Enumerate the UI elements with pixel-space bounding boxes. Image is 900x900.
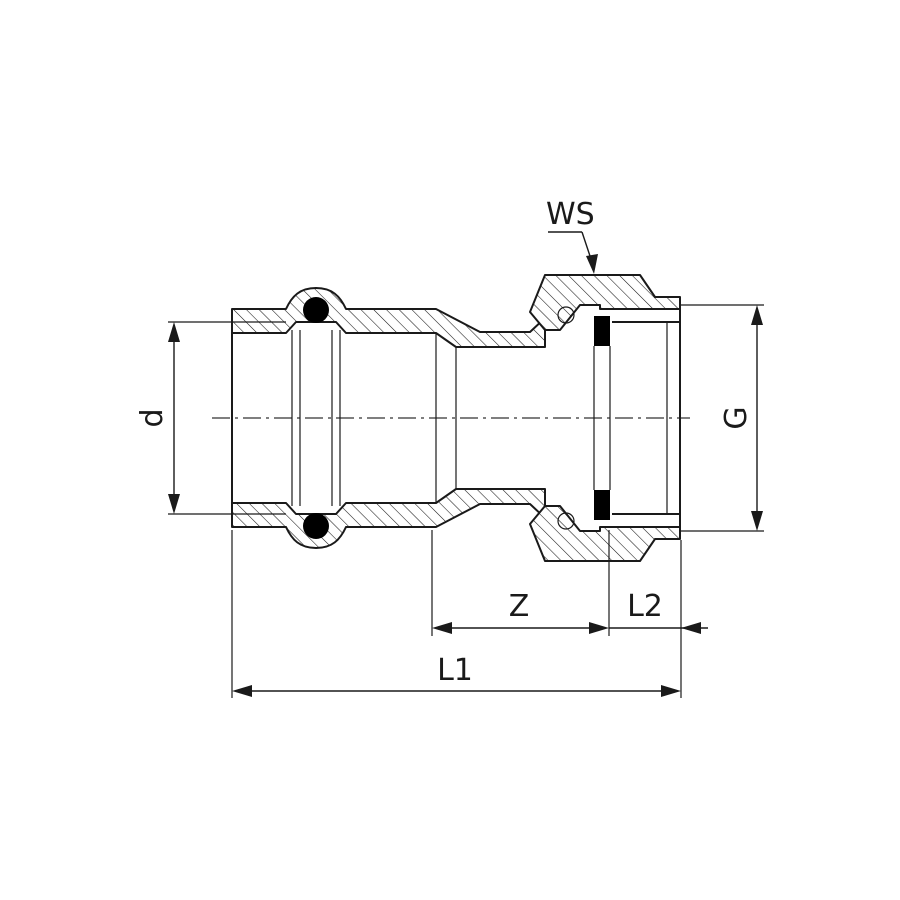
union-nut-bottom bbox=[529, 505, 681, 562]
dim-d-arrow-top bbox=[168, 322, 180, 342]
label-d: d bbox=[135, 408, 170, 427]
ws-leader-arrowhead bbox=[586, 254, 598, 274]
o-ring-top bbox=[303, 297, 329, 323]
label-z: Z bbox=[509, 589, 530, 624]
gasket-bottom bbox=[594, 490, 610, 520]
label-ws: WS bbox=[546, 197, 595, 232]
retaining-ring-bottom bbox=[557, 512, 575, 530]
retaining-ring-top bbox=[557, 306, 575, 324]
label-l2: L2 bbox=[627, 589, 663, 624]
press-body-top-wall bbox=[231, 287, 546, 348]
o-ring-bottom bbox=[303, 513, 329, 539]
dim-z-arrow-left bbox=[432, 622, 452, 634]
union-nut-top bbox=[529, 274, 681, 331]
dim-g-arrow-top bbox=[751, 305, 763, 325]
dim-l1-arrow-right bbox=[661, 685, 681, 697]
dim-z-arrow-right bbox=[589, 622, 609, 634]
dim-d-arrow-bottom bbox=[168, 494, 180, 514]
dim-g-arrow-bottom bbox=[751, 511, 763, 531]
press-body-bottom-wall bbox=[231, 488, 546, 549]
dim-l1-arrow-left bbox=[232, 685, 252, 697]
gasket-top bbox=[594, 316, 610, 346]
label-l1: L1 bbox=[437, 653, 473, 688]
dim-l2-arrow bbox=[681, 622, 701, 634]
label-g: G bbox=[719, 406, 754, 429]
